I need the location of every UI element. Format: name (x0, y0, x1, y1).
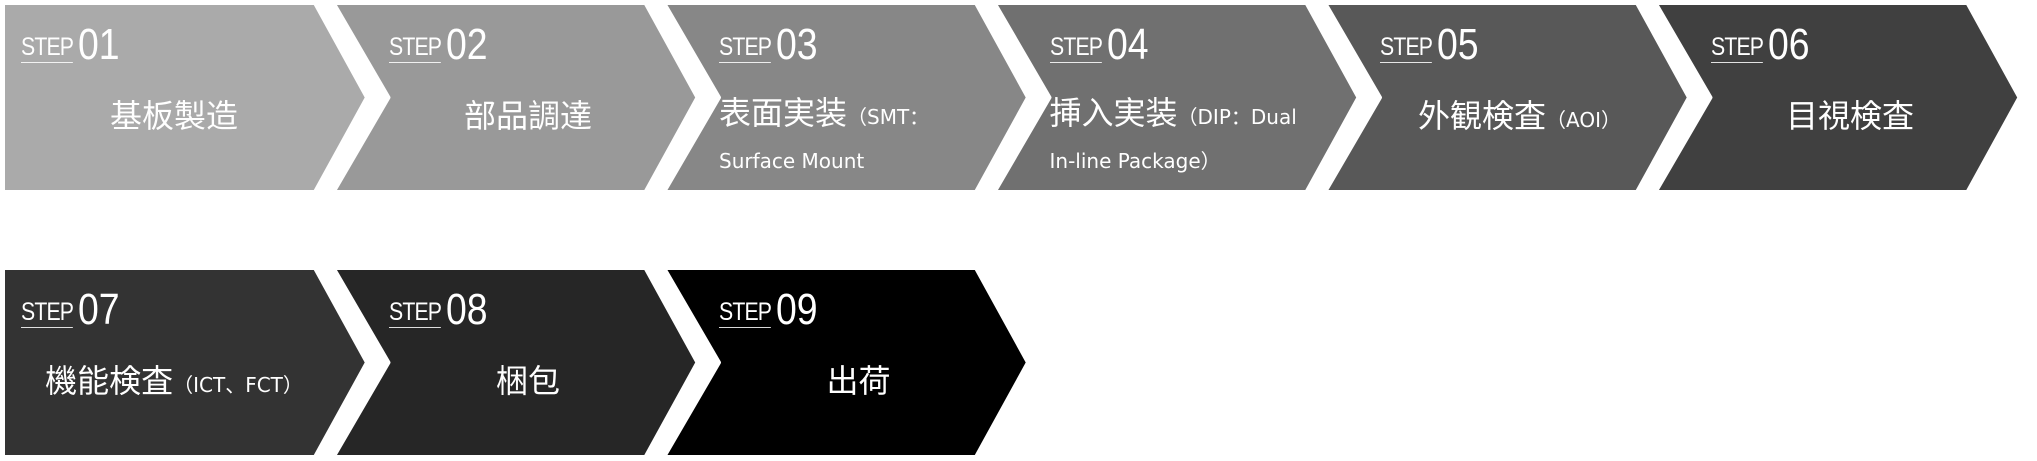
step-title: 部品調達 (371, 93, 686, 143)
step-label: STEP 09 (719, 285, 825, 334)
step-arrow-03 (662, 1, 1030, 194)
step-title-main: 機能検査 (45, 362, 174, 400)
step-01: STEP 01 基板製造 (3, 3, 345, 192)
step-title-sub: （DIP：Dual In-line Package） (1049, 105, 1297, 173)
step-title: 挿入実装（DIP：Dual In-line Package） (1050, 93, 1320, 181)
step-arrow-08 (331, 266, 700, 459)
step-word: STEP (388, 298, 441, 328)
step-title-sub: （SMT：Surface Mount Technology） (719, 105, 930, 217)
step-label: STEP 05 (1380, 20, 1486, 69)
step-arrow-06 (1653, 1, 2022, 194)
step-word: STEP (388, 33, 441, 63)
step-arrow-01 (1, 1, 369, 194)
step-05: STEP 05 外観検査（AOI） (1362, 3, 1677, 192)
step-title: 外観検査（AOI） (1362, 93, 1677, 143)
step-title-main: 梱包 (495, 362, 560, 400)
step-number: 02 (445, 20, 488, 69)
step-number: 01 (78, 20, 120, 69)
step-title-main: 挿入実装 (1049, 94, 1178, 132)
step-arrow-02 (331, 1, 700, 194)
step-title-sub: （AOI） (1546, 108, 1621, 132)
step-number: 09 (776, 285, 818, 334)
step-title-main: 表面実装 (719, 94, 848, 132)
step-word: STEP (1380, 33, 1433, 63)
step-04: STEP 04 挿入実装（DIP：Dual In-line Package） (1032, 3, 1347, 192)
step-label: STEP 08 (388, 285, 495, 334)
step-08: STEP 08 梱包 (371, 268, 686, 457)
step-word: STEP (719, 298, 772, 328)
step-number: 03 (776, 20, 818, 69)
step-word: STEP (21, 33, 74, 63)
step-word: STEP (719, 33, 772, 63)
step-arrow-04 (992, 1, 1361, 194)
step-09: STEP 09 出荷 (701, 268, 1016, 457)
step-title-main: 目視検査 (1785, 97, 1914, 135)
step-06: STEP 06 目視検査 (1693, 3, 2008, 192)
step-label: STEP 01 (21, 20, 127, 69)
step-number: 05 (1437, 20, 1479, 69)
step-label: STEP 07 (21, 285, 127, 334)
step-02: STEP 02 部品調達 (371, 3, 686, 192)
step-word: STEP (1049, 33, 1102, 63)
step-title-sub: （ICT、FCT） (173, 373, 303, 397)
step-label: STEP 03 (719, 20, 825, 69)
step-label: STEP 02 (388, 20, 495, 69)
step-arrow-09 (662, 266, 1030, 459)
step-label: STEP 04 (1049, 20, 1156, 69)
step-number: 04 (1106, 20, 1149, 69)
step-number: 06 (1767, 20, 1810, 69)
step-arrow-05 (1323, 1, 1691, 194)
step-title: 出荷 (701, 358, 1016, 408)
step-title: 目視検査 (1693, 93, 2008, 143)
step-word: STEP (1710, 33, 1763, 63)
step-title-main: 基板製造 (109, 97, 238, 135)
step-03: STEP 03 表面実装（SMT：Surface Mount Technolog… (701, 3, 1016, 217)
step-07: STEP 07 機能検査（ICT、FCT） (3, 268, 345, 457)
step-label: STEP 06 (1710, 20, 1817, 69)
step-title: 機能検査（ICT、FCT） (3, 358, 345, 408)
step-arrow-07 (1, 266, 369, 459)
step-word: STEP (21, 298, 74, 328)
step-number: 07 (78, 285, 120, 334)
step-title-main: 出荷 (826, 362, 891, 400)
step-title: 梱包 (371, 358, 686, 408)
step-title-main: 部品調達 (463, 97, 592, 135)
step-title: 基板製造 (3, 93, 345, 143)
step-title-main: 外観検査 (1418, 97, 1547, 135)
step-number: 08 (445, 285, 488, 334)
step-title: 表面実装（SMT：Surface Mount Technology） (719, 93, 989, 225)
